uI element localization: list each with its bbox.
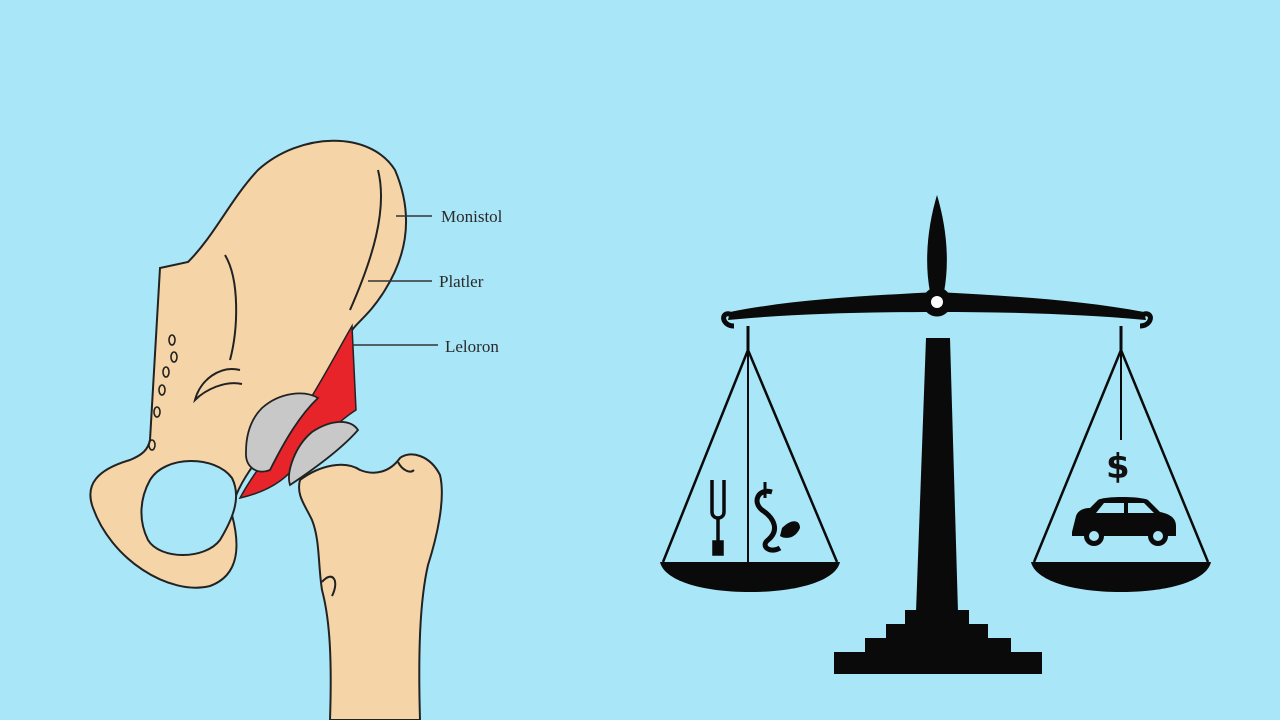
car-icon <box>1072 497 1176 546</box>
left-pan <box>660 562 840 592</box>
sacral-foramina <box>148 334 178 451</box>
left-pan-assembly <box>660 326 840 592</box>
scale-base-step-2 <box>886 624 988 638</box>
beam-right-tip <box>1139 311 1153 329</box>
right-pan-assembly: $ <box>1031 326 1211 592</box>
balance-scale: $ <box>660 195 1211 674</box>
hip-joint-diagram: Monistol Platler Leloron <box>89 139 503 720</box>
acetabulum-cartilage <box>288 421 360 487</box>
greater-trochanter <box>397 461 415 473</box>
scale-base-step-1 <box>905 610 969 624</box>
right-pan <box>1031 562 1211 592</box>
label-platler: Platler <box>439 272 484 291</box>
scale-pivot-hole <box>931 296 943 308</box>
label-monistol: Monistol <box>441 207 503 226</box>
femoral-head-cartilage <box>245 392 320 473</box>
tuning-fork-icon <box>710 480 726 556</box>
scale-base-step-4 <box>834 652 1042 674</box>
snake-icon <box>754 482 800 553</box>
sciatic-notch <box>193 368 243 404</box>
iliac-crest-line <box>349 169 383 311</box>
scale-base-step-3 <box>865 638 1011 652</box>
scale-pillar <box>916 338 958 612</box>
label-leloron: Leloron <box>445 337 499 356</box>
scale-finial <box>927 195 947 292</box>
ilium-contour <box>224 254 238 361</box>
beam-left-tip <box>721 311 735 329</box>
obturator-foramen <box>140 460 237 556</box>
dollar-symbol: $ <box>1106 447 1130 487</box>
lesser-trochanter <box>321 575 337 597</box>
femur-bone <box>298 453 443 720</box>
